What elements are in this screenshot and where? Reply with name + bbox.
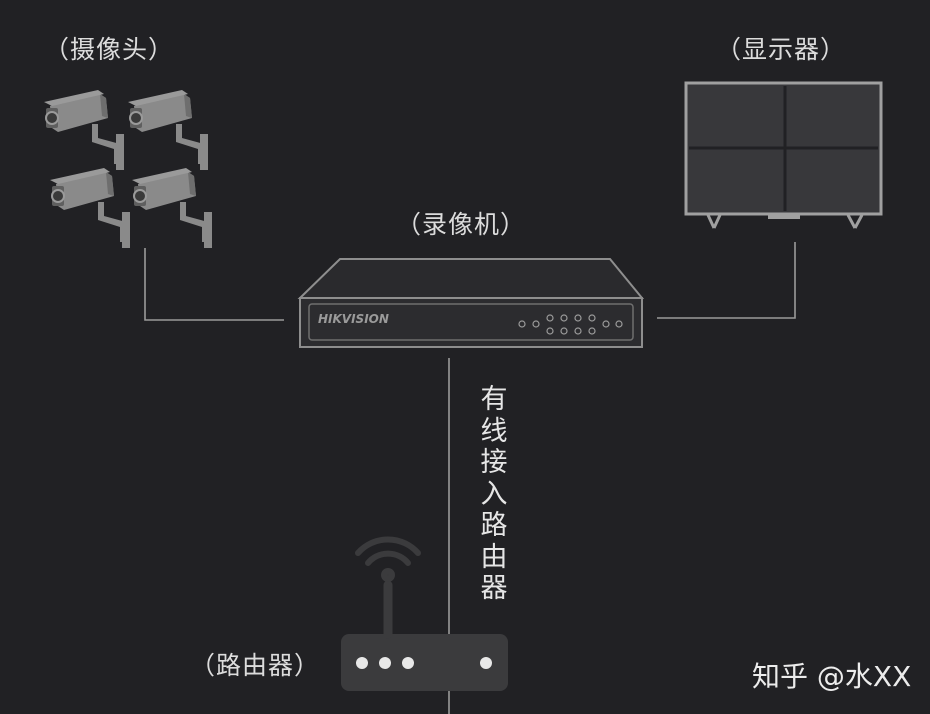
recorder-brand: HIKVISION: [318, 312, 389, 326]
connection-char: 线: [480, 415, 508, 447]
camera-icon: [49, 167, 131, 249]
router-led: [402, 657, 414, 669]
monitor-label: （显示器）: [716, 35, 847, 64]
router-led: [480, 657, 492, 669]
router-label: （路由器）: [190, 651, 321, 680]
connection-char: 路: [480, 510, 508, 541]
camera-to-recorder-line: [144, 248, 284, 321]
connection-char: 接: [480, 447, 508, 478]
connection-char: 有: [480, 384, 508, 415]
camera-group: [43, 89, 213, 249]
recorder-label: （录像机）: [396, 210, 527, 239]
router-led: [356, 657, 368, 669]
monitor-icon: [684, 81, 883, 229]
connection-char: 器: [480, 573, 508, 604]
connection-char: 由: [480, 541, 508, 573]
recorder-icon: HIKVISION: [297, 258, 645, 348]
camera-icon: [43, 89, 125, 171]
connection-char: 入: [480, 478, 508, 510]
router-icon: [341, 536, 508, 691]
monitor-to-recorder-line: [657, 242, 796, 319]
camera-icon: [131, 167, 213, 249]
recorder-indicator-lights: [518, 314, 623, 335]
wifi-icon: [355, 536, 421, 582]
cameras-label: （摄像头）: [44, 35, 175, 64]
router-led: [379, 657, 391, 669]
camera-icon: [127, 89, 209, 171]
watermark: 知乎 @水XX: [752, 660, 912, 693]
wired-connection-text: 有 线 接 入 路 由 器: [478, 384, 510, 605]
